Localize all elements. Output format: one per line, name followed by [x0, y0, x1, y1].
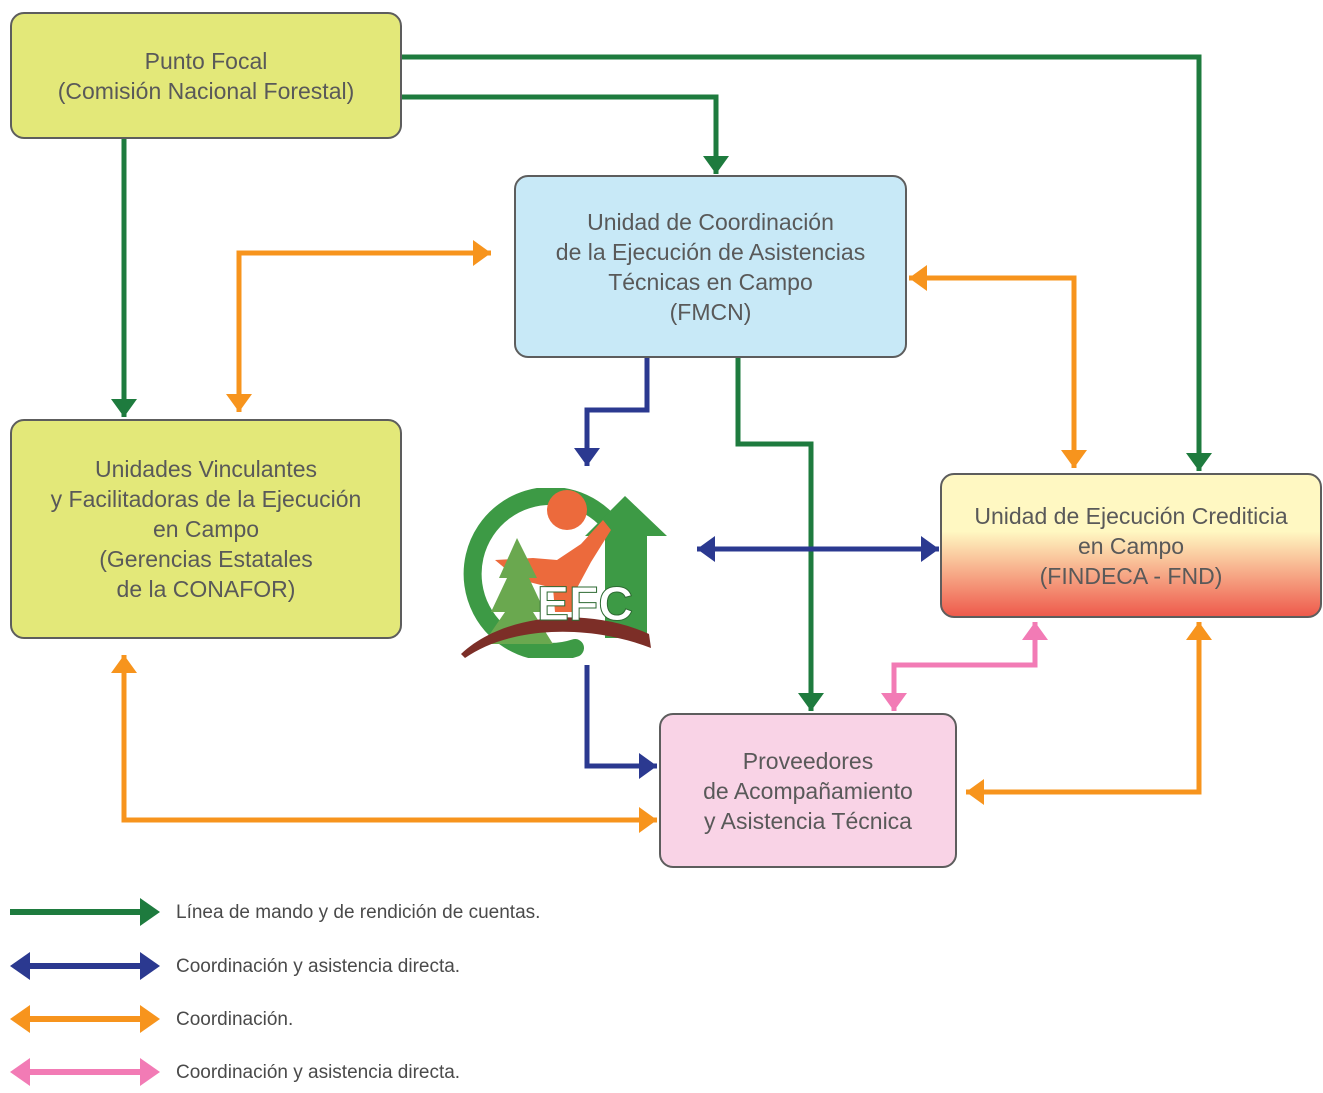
efc-logo-icon: EFC [461, 488, 667, 658]
unidad-crediticia-line-1: Unidad de Ejecución Crediticia [974, 502, 1288, 529]
unidades-vinculantes-line-2: y Facilitadoras de la Ejecución [50, 486, 362, 512]
punto-focal-box: Punto Focal (Comisión Nacional Forestal) [10, 12, 402, 139]
blue-logo-to-proveedores-head [639, 753, 657, 779]
orange-proveedores-crediticia-head [1186, 622, 1212, 640]
unidad-crediticia-line-2: en Campo [1077, 532, 1185, 559]
orange-coordination-crediticia [909, 275, 1077, 468]
legend-label-command: Línea de mando y de rendición de cuentas… [176, 902, 541, 923]
orange-vinculantes-proveedores-head [639, 807, 657, 833]
unidad-coordinacion-line-4: (FMCN) [669, 298, 752, 325]
unidades-vinculantes-line-5: de la CONAFOR) [116, 576, 296, 602]
pink-proveedores-crediticia-path [891, 622, 1038, 711]
green-focal-to-crediticia-path [402, 54, 1202, 471]
unidad-coordinacion-line-3: Técnicas en Campo [608, 268, 813, 295]
legend-arrow-pink [10, 1058, 160, 1086]
legend-arrow-head-left [10, 1005, 30, 1033]
orange-vinculantes-coordination-head [226, 394, 252, 412]
orange-proveedores-crediticia [966, 622, 1202, 795]
unidad-coordinacion-line-2: de la Ejecución de Asistencias [555, 238, 866, 265]
orange-vinculantes-proveedores-path [121, 655, 657, 823]
legend-arrow-head-right [140, 1058, 160, 1086]
orange-vinculantes-coordination [236, 250, 491, 412]
proveedores-line-3: y Asistencia Técnica [704, 807, 912, 834]
legend-arrow-head-right [140, 1005, 160, 1033]
green-focal-to-vinculantes-head [111, 399, 137, 417]
unidades-vinculantes-line-4: (Gerencias Estatales [99, 546, 313, 572]
blue-logo-crediticia-head [921, 536, 939, 562]
green-coordination-to-proveedores-head [798, 693, 824, 711]
green-coordination-to-proveedores-path [735, 358, 814, 711]
orange-vinculantes-coordination-tail-head [473, 240, 491, 266]
blue-coordination-to-logo-head [574, 448, 600, 466]
unidades-vinculantes-box: Unidades Vinculantes y Facilitadoras de … [10, 419, 402, 639]
blue-logo-to-proveedores [584, 665, 657, 769]
legend-arrow-head [140, 898, 160, 926]
unidad-crediticia-line-3: (FINDECA - FND) [1039, 562, 1223, 589]
unidad-coordinacion-line-1: Unidad de Coordinación [587, 208, 834, 235]
green-coordination-to-proveedores [735, 358, 814, 711]
efc-logo-text: EFC [537, 578, 633, 631]
orange-vinculantes-proveedores-tail-head [111, 655, 137, 673]
orange-coordination-crediticia-tail-head [909, 265, 927, 291]
pink-proveedores-crediticia-tail-head [881, 693, 907, 711]
punto-focal-line-1: Punto Focal [144, 47, 268, 74]
legend-arrow-head-left [10, 952, 30, 980]
orange-coordination-crediticia-path [909, 275, 1077, 468]
pink-proveedores-crediticia-head [1022, 622, 1048, 640]
green-focal-to-coordination [402, 94, 719, 174]
orange-proveedores-crediticia-path [966, 622, 1202, 795]
orange-proveedores-crediticia-tail-head [966, 779, 984, 805]
proveedores-line-1: Proveedores [742, 747, 874, 774]
green-focal-to-crediticia [402, 54, 1202, 471]
blue-coordination-to-logo [584, 358, 650, 466]
legend-label-coord: Coordinación. [176, 1009, 294, 1030]
unidades-vinculantes-line-1: Unidades Vinculantes [94, 456, 318, 482]
proveedores-line-2: de Acompañamiento [703, 777, 913, 804]
orange-vinculantes-proveedores [121, 655, 657, 823]
orange-vinculantes-coordination-path [236, 250, 491, 412]
legend-label-pink: Coordinación y asistencia directa. [176, 1062, 461, 1083]
legend-arrow-head-right [140, 952, 160, 980]
legend-arrow-coord [10, 1005, 160, 1033]
legend-label-direct: Coordinación y asistencia directa. [176, 956, 461, 977]
unidades-vinculantes-line-3: en Campo [152, 516, 260, 542]
blue-logo-to-proveedores-path [584, 665, 657, 769]
legend-arrow-command [10, 898, 160, 926]
legend-arrow-direct [10, 952, 160, 980]
pink-proveedores-crediticia [891, 622, 1038, 711]
legend-arrow-head-left [10, 1058, 30, 1086]
green-focal-to-crediticia-head [1186, 453, 1212, 471]
punto-focal-line-2: (Comisión Nacional Forestal) [57, 77, 355, 104]
green-focal-to-coordination-head [703, 156, 729, 174]
blue-coordination-to-logo-path [584, 358, 650, 466]
unidad-coordinacion-box: Unidad de Coordinación de la Ejecución d… [514, 175, 907, 358]
blue-logo-crediticia-tail-head [697, 536, 715, 562]
green-focal-to-coordination-path [402, 94, 719, 174]
orange-coordination-crediticia-head [1061, 450, 1087, 468]
unidad-crediticia-box: Unidad de Ejecución Crediticia en Campo … [940, 473, 1322, 618]
proveedores-box: Proveedores de Acompañamiento y Asistenc… [659, 713, 957, 868]
